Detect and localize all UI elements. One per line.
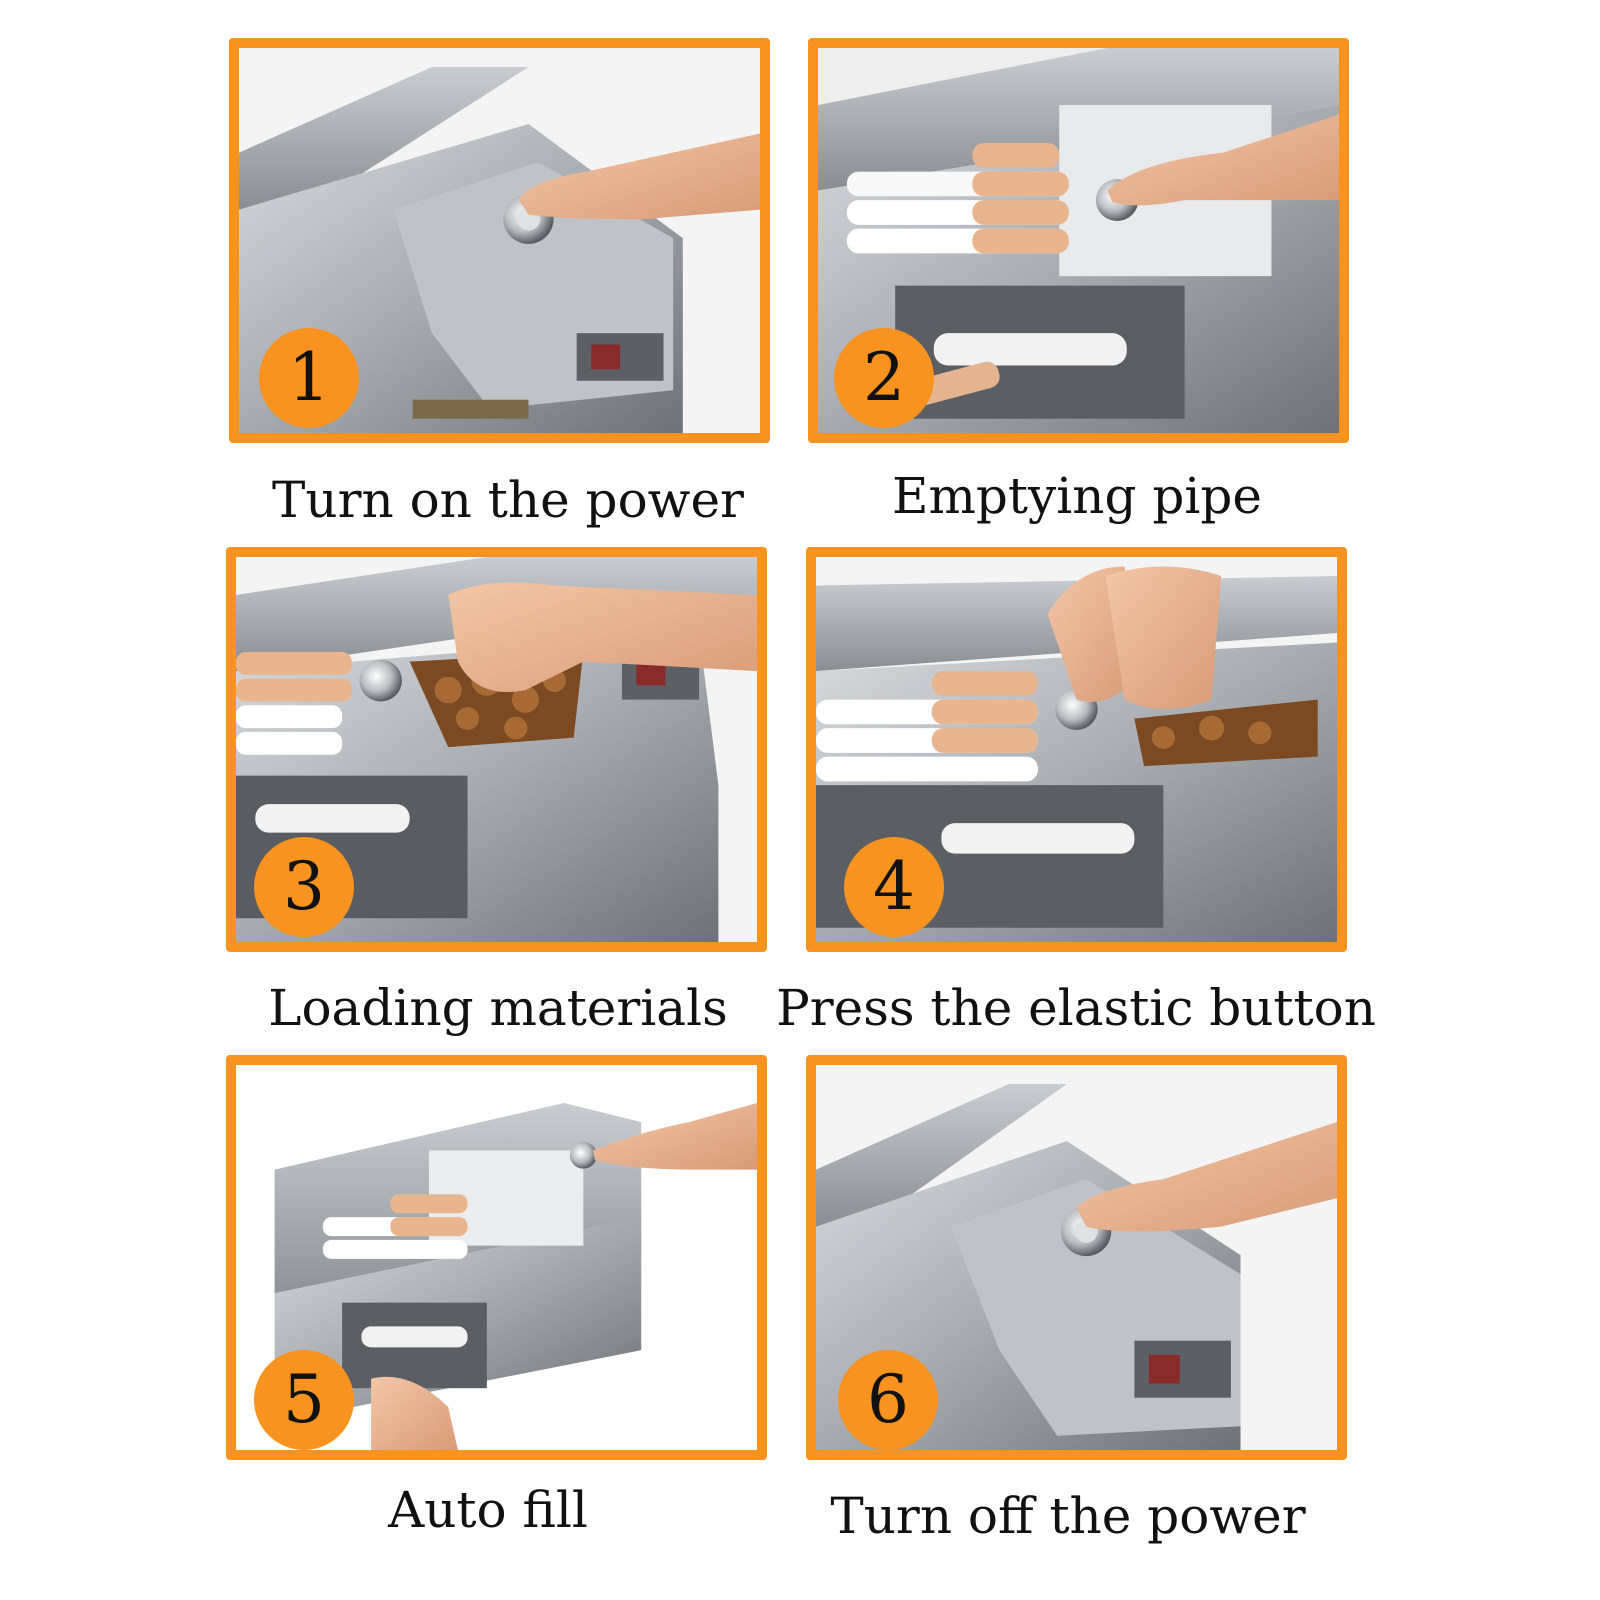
step-5-frame: 5 [226, 1055, 767, 1460]
step-1-caption: Turn on the power [272, 471, 744, 529]
step-2-frame: 2 [808, 38, 1349, 443]
step-1-frame: 1 [229, 38, 770, 443]
step-5-caption: Auto fill [388, 1481, 588, 1539]
step-4-frame: 4 [806, 547, 1347, 952]
step-1-badge: 1 [259, 328, 359, 428]
step-5-photo [236, 1065, 757, 1450]
step-3-caption: Loading materials [268, 979, 728, 1037]
step-2-caption: Emptying pipe [892, 467, 1262, 525]
step-3-badge: 3 [254, 837, 354, 937]
step-6-caption: Turn off the power [830, 1487, 1306, 1545]
step-5-badge: 5 [254, 1350, 354, 1450]
step-2-photo [818, 48, 1339, 433]
step-4-badge: 4 [844, 837, 944, 937]
step-4-caption: Press the elastic button [776, 979, 1376, 1037]
step-3-photo [236, 557, 757, 942]
step-6-badge: 6 [838, 1350, 938, 1450]
step-6-frame: 6 [806, 1055, 1347, 1460]
step-2-badge: 2 [834, 328, 934, 428]
step-3-frame: 3 [226, 547, 767, 952]
